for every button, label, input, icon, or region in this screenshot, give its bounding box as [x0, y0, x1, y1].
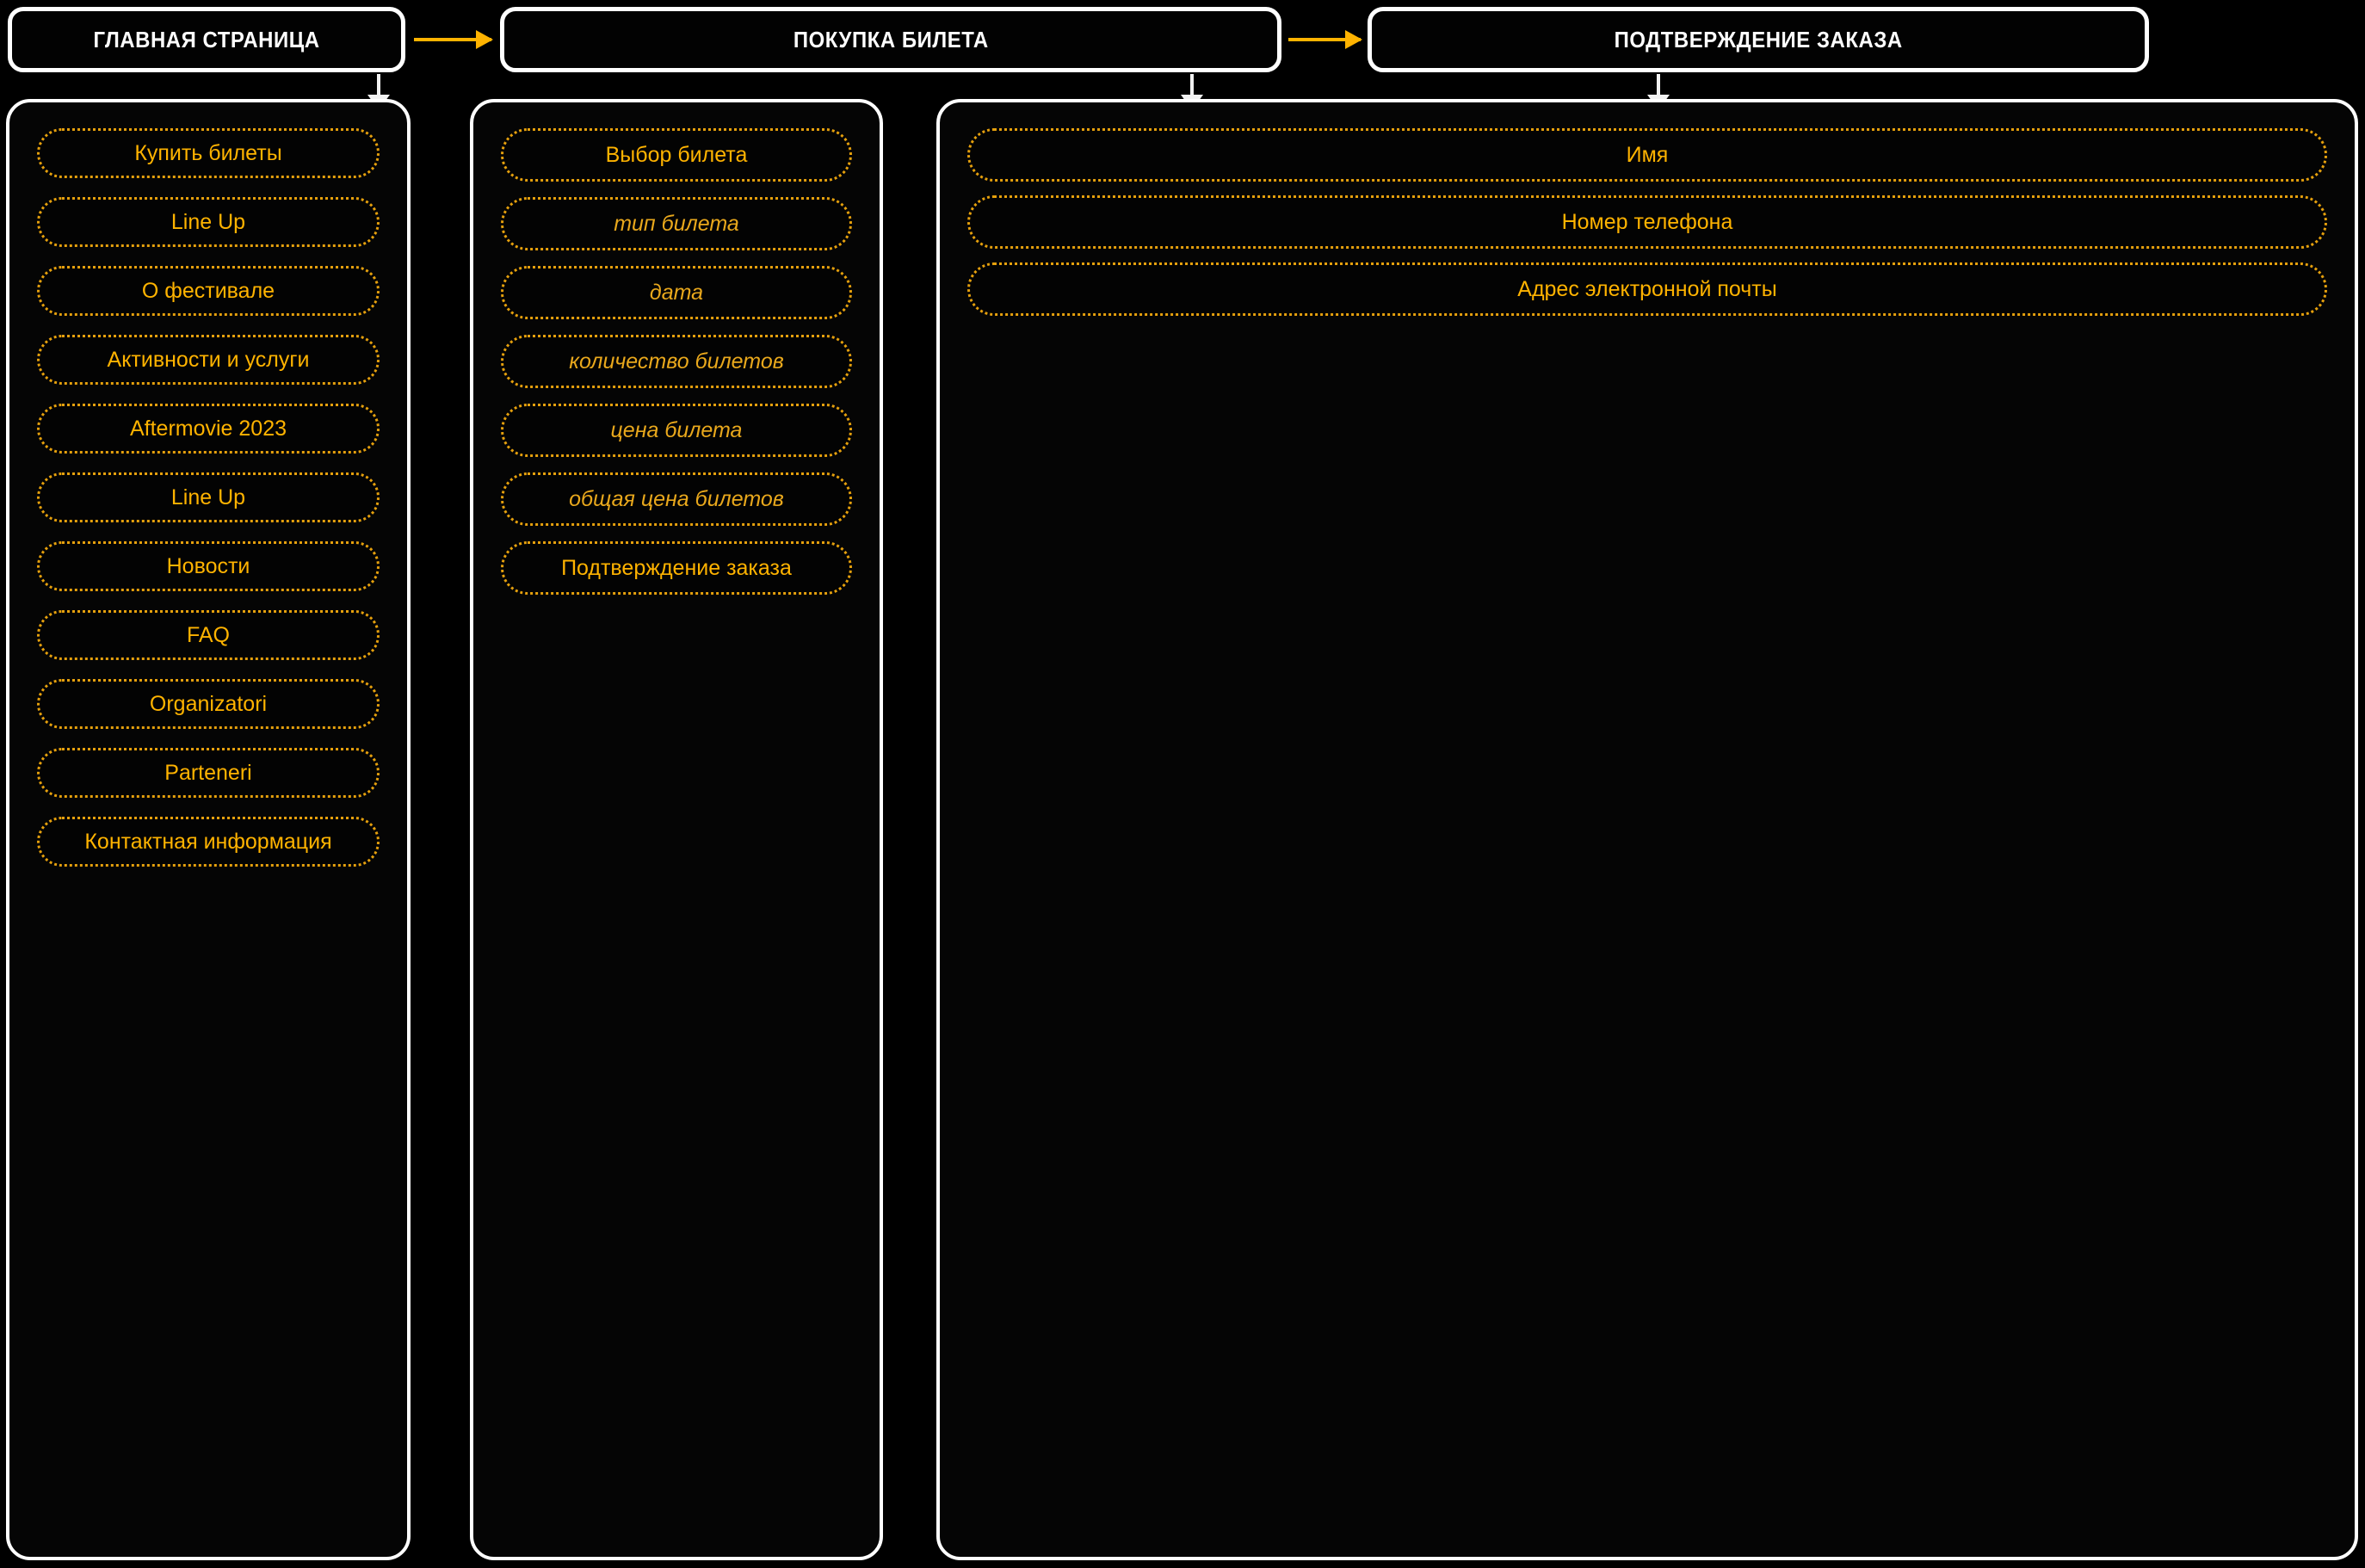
- stage-header-order-confirmation-label: ПОДТВЕРЖДЕНИЕ ЗАКАЗА: [1614, 26, 1903, 52]
- list-item[interactable]: количество билетов: [501, 335, 852, 388]
- stage-header-ticket-purchase[interactable]: ПОКУПКА БИЛЕТА: [500, 7, 1281, 72]
- list-item-label: количество билетов: [569, 349, 784, 373]
- panel-ticket-purchase: Выбор билета тип билета дата количество …: [470, 99, 883, 1560]
- list-item-label: О фестивале: [141, 278, 275, 303]
- arrow-down-icon-1: [367, 74, 390, 110]
- list-item-label: Organizatori: [149, 691, 268, 716]
- list-item-label: Line Up: [170, 485, 246, 509]
- list-item-label: Новости: [166, 553, 250, 578]
- list-item-label: Выбор билета: [605, 142, 748, 167]
- stage-header-row: ГЛАВНАЯ СТРАНИЦА ПОКУПКА БИЛЕТА ПОДТВЕРЖ…: [0, 7, 2365, 72]
- list-item-label: общая цена билетов: [569, 486, 784, 511]
- item-list-ticket-purchase: Выбор билета тип билета дата количество …: [501, 128, 852, 595]
- list-item[interactable]: Контактная информация: [37, 817, 380, 867]
- list-item-label: Купить билеты: [134, 140, 282, 165]
- list-item[interactable]: Купить билеты: [37, 128, 380, 178]
- list-item[interactable]: тип билета: [501, 197, 852, 250]
- list-item-label: Активности и услуги: [107, 347, 310, 372]
- list-item[interactable]: Aftermovie 2023: [37, 404, 380, 454]
- list-item[interactable]: цена билета: [501, 404, 852, 457]
- list-item[interactable]: Подтверждение заказа: [501, 541, 852, 595]
- list-item[interactable]: Активности и услуги: [37, 335, 380, 385]
- list-item-label: цена билета: [610, 417, 743, 442]
- list-item[interactable]: Organizatori: [37, 679, 380, 729]
- list-item[interactable]: дата: [501, 266, 852, 319]
- arrow-down-icon-3: [1647, 74, 1670, 110]
- list-item[interactable]: общая цена билетов: [501, 472, 852, 526]
- list-item-label: Номер телефона: [1561, 209, 1733, 234]
- list-item[interactable]: Выбор билета: [501, 128, 852, 182]
- item-list-order-confirmation: Имя Номер телефона Адрес электронной поч…: [967, 128, 2327, 316]
- list-item[interactable]: FAQ: [37, 610, 380, 660]
- list-item[interactable]: О фестивале: [37, 266, 380, 316]
- list-item-label: FAQ: [186, 622, 230, 647]
- list-item[interactable]: Parteneri: [37, 748, 380, 798]
- list-item[interactable]: Номер телефона: [967, 195, 2327, 249]
- stage-header-main-page[interactable]: ГЛАВНАЯ СТРАНИЦА: [8, 7, 405, 72]
- panel-order-confirmation: Имя Номер телефона Адрес электронной поч…: [936, 99, 2358, 1560]
- item-list-main-page: Купить билеты Line Up О фестивале Активн…: [37, 128, 380, 867]
- list-item[interactable]: Адрес электронной почты: [967, 262, 2327, 316]
- stage-header-ticket-purchase-label: ПОКУПКА БИЛЕТА: [793, 26, 989, 52]
- stage-header-main-page-label: ГЛАВНАЯ СТРАНИЦА: [93, 26, 320, 52]
- list-item-label: Line Up: [170, 209, 246, 234]
- list-item-label: дата: [649, 280, 704, 305]
- list-item[interactable]: Имя: [967, 128, 2327, 182]
- list-item-label: Контактная информация: [84, 829, 332, 854]
- list-item-label: Aftermovie 2023: [129, 416, 287, 441]
- stage-header-order-confirmation[interactable]: ПОДТВЕРЖДЕНИЕ ЗАКАЗА: [1368, 7, 2149, 72]
- arrow-down-icon-2: [1181, 74, 1203, 110]
- list-item-label: Подтверждение заказа: [561, 555, 792, 580]
- list-item-label: Адрес электронной почты: [1517, 276, 1777, 301]
- arrow-right-icon-1: [414, 30, 493, 49]
- list-item-label: тип билета: [614, 211, 739, 236]
- arrow-right-icon-2: [1288, 30, 1362, 49]
- list-item[interactable]: Line Up: [37, 472, 380, 522]
- panel-main-page: Купить билеты Line Up О фестивале Активн…: [6, 99, 411, 1560]
- list-item[interactable]: Line Up: [37, 197, 380, 247]
- list-item[interactable]: Новости: [37, 541, 380, 591]
- list-item-label: Имя: [1626, 142, 1669, 167]
- list-item-label: Parteneri: [164, 760, 252, 785]
